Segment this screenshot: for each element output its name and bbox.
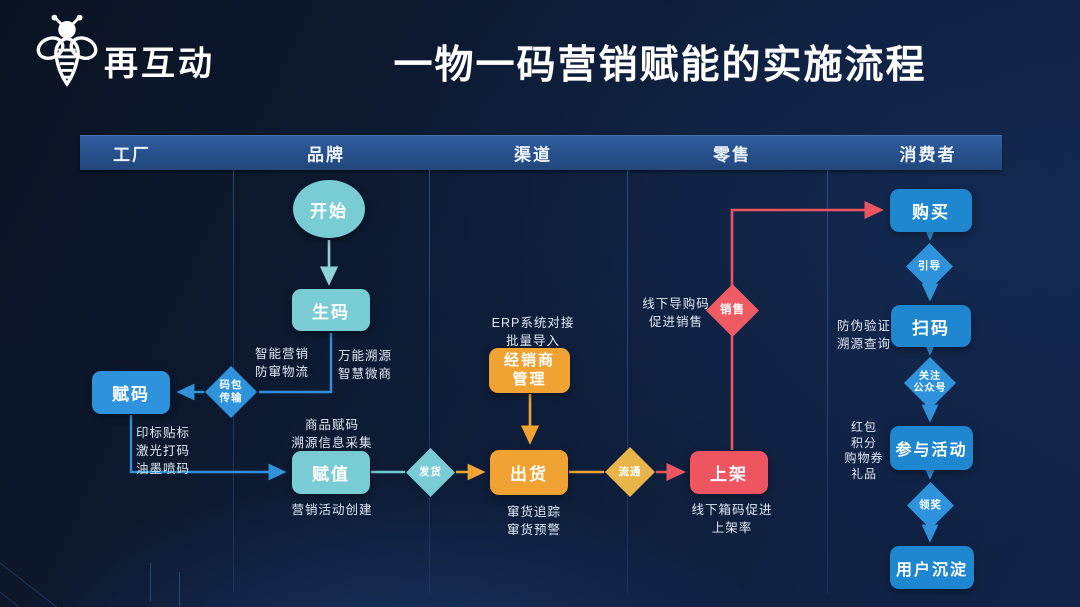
node-user-retention: 用户沉淀 [890, 546, 974, 589]
bee-logo-icon [36, 14, 98, 87]
decor-line [179, 572, 180, 606]
brand-name: 再互动 [104, 45, 215, 83]
node-join-activity: 参与活动 [890, 426, 973, 470]
label-rewards: 红包 积分 购物券 礼品 [844, 420, 884, 481]
node-generate-code: 生码 [292, 289, 370, 331]
lane-divider [627, 170, 628, 593]
lane-label-consumer: 消费者 [899, 145, 957, 164]
decor-line [150, 563, 151, 601]
node-distributor-mgmt: 经销商 管理 [489, 348, 570, 393]
node-follow-account: 关注 公众号 [904, 357, 956, 409]
node-dispatch: 发货 [406, 448, 455, 497]
node-scan-code: 扫码 [891, 305, 971, 347]
node-on-shelf: 上架 [690, 451, 768, 494]
label-anti-fake: 防伪验证 溯源查询 [836, 319, 891, 352]
label-product-coding: 商品赋码 溯源信息采集 [291, 418, 373, 451]
node-circulation: 流通 [605, 447, 655, 497]
label-marking-methods: 印标贴标 激光打码 油墨喷码 [135, 426, 190, 477]
lane-label-brand: 品牌 [307, 145, 345, 164]
node-purchase: 购买 [890, 189, 972, 232]
lane-label-channel: 渠道 [514, 145, 552, 164]
lane-divider [429, 170, 430, 593]
lane-divider [827, 170, 828, 593]
label-box-code: 线下箱码促进 上架率 [691, 503, 773, 536]
page-title: 一物一码营销赋能的实施流程 [393, 44, 927, 87]
label-campaign-create: 营销活动创建 [291, 503, 373, 517]
label-erp-import: ERP系统对接 批量导入 [491, 316, 575, 349]
node-start: 开始 [293, 180, 365, 238]
lane-label-retail: 零售 [713, 145, 751, 164]
node-assign-value: 赋值 [292, 451, 370, 494]
node-claim-prize: 领奖 [907, 482, 954, 529]
lane-label-factory: 工厂 [113, 145, 151, 164]
label-smart-marketing: 智能营销 防窜物流 [254, 347, 309, 380]
node-guide: 引导 [906, 243, 953, 290]
node-shipment: 出货 [490, 450, 568, 495]
label-offline-guide-code: 线下导购码 促进销售 [642, 297, 710, 330]
label-fleeing-goods: 窜货追踪 窜货预警 [506, 505, 561, 538]
lane-header-bar: 工厂 品牌 渠道 零售 消费者 [80, 135, 1002, 170]
node-assign-code: 赋码 [92, 371, 170, 414]
label-universal-trace: 万能溯源 智慧微商 [337, 349, 392, 382]
